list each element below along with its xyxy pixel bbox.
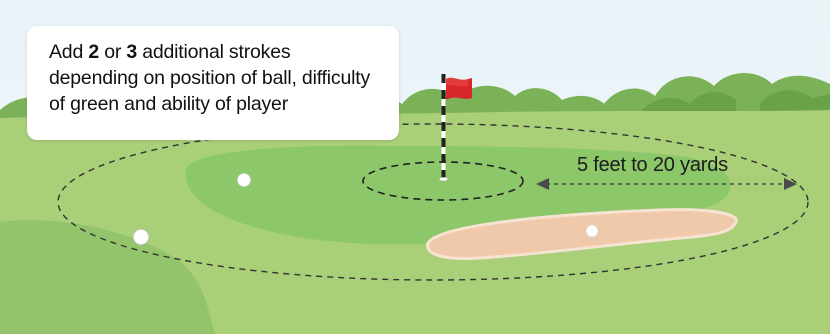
callout-text-part: or bbox=[99, 41, 126, 63]
callout-number-3: 3 bbox=[126, 41, 137, 63]
golf-ball-icon bbox=[238, 174, 251, 187]
callout-text-part: Add bbox=[49, 41, 88, 63]
distance-label: 5 feet to 20 yards bbox=[577, 154, 728, 177]
callout-number-2: 2 bbox=[88, 41, 99, 63]
golf-ball-icon bbox=[134, 230, 149, 245]
info-callout: Add 2 or 3 additional strokes depending … bbox=[27, 26, 399, 140]
golf-ball-icon bbox=[586, 225, 598, 237]
